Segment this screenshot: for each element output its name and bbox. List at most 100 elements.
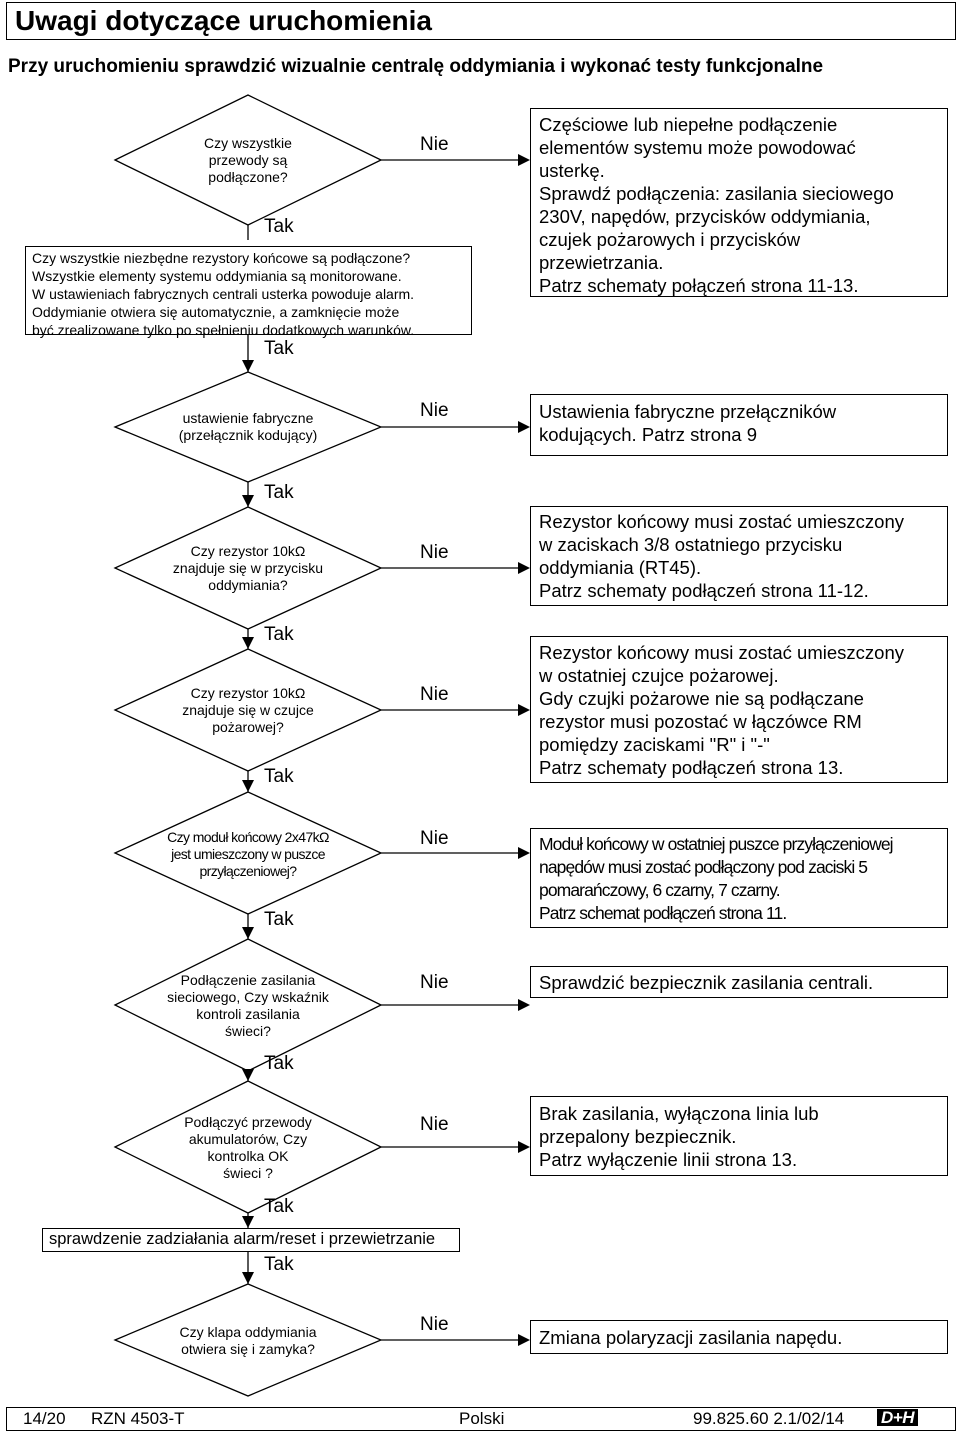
answer-line: Częściowe lub niepełne podłączenie (539, 114, 838, 135)
answer-box-vent-flap: Zmiana polaryzacji zasilania napędu. (530, 1320, 948, 1354)
answer-line: w zaciskach 3/8 ostatniego przycisku (539, 534, 843, 555)
yes-label: Tak (264, 909, 294, 930)
answer-line: oddymiania (RT45). (539, 557, 702, 578)
question-line: Podłączyć przewody (184, 1114, 312, 1130)
question-line: otwiera się i zamyka? (181, 1341, 315, 1357)
arrowheads (242, 154, 530, 1346)
answer-box-mains: Sprawdzić bezpiecznik zasilania centrali… (530, 966, 948, 998)
yes-label: Tak (264, 216, 294, 237)
no-label: Nie (420, 972, 449, 993)
no-label: Nie (420, 828, 449, 849)
question-wires-connected: Czy wszystkie przewody są podłączone? (148, 135, 348, 186)
question-line: sieciowego, Czy wskaźnik (167, 989, 329, 1005)
question-end-module: Czy moduł końcowy 2x47kΩ jest umieszczon… (138, 829, 358, 880)
question-line: akumulatorów, Czy (188, 1131, 308, 1147)
question-line: Czy rezystor 10kΩ (190, 543, 306, 559)
answer-line: 230V, napędów, przycisków oddymiania, (539, 206, 871, 227)
question-vent-flap: Czy klapa oddymiania otwiera się i zamyk… (148, 1324, 348, 1358)
answer-line: Patrz schematy połączeń strona 11-13. (539, 275, 859, 296)
yes-label: Tak (264, 766, 294, 787)
question-batteries: Podłączyć przewody akumulatorów, Czy kon… (148, 1114, 348, 1182)
answer-line: Moduł końcowy w ostatniej puszce przyłąc… (539, 834, 894, 854)
answer-line: Patrz schematy podłączeń strona 11-12. (539, 580, 869, 601)
question-line: Podłączenie zasilania (180, 972, 316, 988)
answer-line: Gdy czujki pożarowe nie są podłączane (539, 688, 864, 709)
page-subtitle: Przy uruchomieniu sprawdzić wizualnie ce… (8, 56, 824, 77)
question-line: znajduje się w czujce (182, 702, 314, 718)
no-label: Nie (420, 684, 449, 705)
no-label: Nie (420, 1114, 449, 1135)
language: Polski (459, 1409, 505, 1428)
question-line: znajduje się w przycisku (172, 560, 324, 576)
question-line: (przełącznik kodujący) (178, 427, 318, 443)
question-line: podłączone? (208, 169, 288, 185)
yes-label: Tak (264, 1254, 294, 1275)
answer-line: Patrz schemat podłączeń strona 11. (539, 903, 787, 923)
yes-label: Tak (264, 482, 294, 503)
question-line: jest umieszczony w puszce (171, 846, 325, 862)
note-line: Oddymianie otwiera się automatycznie, a … (32, 304, 400, 320)
answer-line: Patrz wyłączenie linii strona 13. (539, 1149, 798, 1170)
answer-line: przewietrzania. (539, 252, 664, 273)
answer-line: Sprawdzić bezpiecznik zasilania centrali… (539, 972, 874, 993)
answer-box-end-module: Moduł końcowy w ostatniej puszce przyłąc… (530, 828, 948, 928)
document-id: RZN 4503-T (91, 1409, 185, 1428)
brand-logo: D+H (877, 1409, 918, 1426)
question-factory-settings: ustawienie fabryczne (przełącznik kodują… (148, 410, 348, 444)
answer-line: Rezystor końcowy musi zostać umieszczony (539, 511, 904, 532)
reset-step-box: sprawdzenie zadziałania alarm/reset i pr… (42, 1228, 460, 1252)
answer-line: elementów systemu może powodować (539, 137, 856, 158)
no-connectors (381, 159, 520, 1341)
page-title: Uwagi dotyczące uruchomienia (6, 2, 956, 40)
answer-box-resistor-detector: Rezystor końcowy musi zostać umieszczony… (530, 636, 948, 783)
answer-line: przepalony bezpiecznik. (539, 1126, 737, 1147)
note-line: W ustawieniach fabrycznych centrali uste… (32, 286, 415, 302)
question-line: Czy klapa oddymiania (179, 1324, 317, 1340)
note-line: być zrealizowane tylko po spełnieniu dod… (32, 322, 415, 338)
yes-label: Tak (264, 1196, 294, 1217)
answer-line: kodujących. Patrz strona 9 (539, 424, 757, 445)
question-line: pożarowej? (212, 719, 284, 735)
no-label: Nie (420, 1314, 449, 1335)
answer-line: usterkę. (539, 160, 605, 181)
question-line: ustawienie fabryczne (182, 410, 314, 426)
answer-line: Patrz schematy podłączeń strona 13. (539, 757, 844, 778)
yes-label: Tak (264, 624, 294, 645)
no-label: Nie (420, 400, 449, 421)
reset-step-text: sprawdzenie zadziałania alarm/reset i pr… (49, 1230, 436, 1248)
question-line: przyłączeniowej? (199, 863, 297, 879)
answer-line: napędów musi zostać podłączony pod zacis… (539, 857, 868, 877)
answer-box-batteries: Brak zasilania, wyłączona linia lub prze… (530, 1096, 948, 1176)
answer-box-wires: Częściowe lub niepełne podłączenie eleme… (530, 108, 948, 297)
answer-line: Brak zasilania, wyłączona linia lub (539, 1103, 819, 1124)
document-code: 99.825.60 2.1/02/14 (693, 1409, 845, 1428)
question-line: świeci? (225, 1023, 271, 1039)
answer-line: pomarańczowy, 6 czarny, 7 czarny. (539, 880, 781, 900)
question-line: kontroli zasilania (196, 1006, 300, 1022)
no-label: Nie (420, 134, 449, 155)
yes-label: Tak (264, 338, 294, 359)
question-line: przewody są (208, 152, 288, 168)
question-mains-power: Podłączenie zasilania sieciowego, Czy ws… (148, 972, 348, 1040)
question-resistor-detector: Czy rezystor 10kΩ znajduje się w czujce … (148, 685, 348, 736)
question-line: oddymiania? (208, 577, 288, 593)
yes-label: Tak (264, 1053, 294, 1074)
answer-box-factory: Ustawienia fabryczne przełączników koduj… (530, 394, 948, 456)
question-resistor-button: Czy rezystor 10kΩ znajduje się w przycis… (148, 543, 348, 594)
answer-line: Ustawienia fabryczne przełączników (539, 401, 837, 422)
page-footer: 14/20 RZN 4503-T Polski 99.825.60 2.1/02… (6, 1407, 956, 1431)
note-line: Wszystkie elementy systemu oddymiania są… (32, 268, 402, 284)
question-line: świeci ? (223, 1165, 273, 1181)
note-box-resistors: Czy wszystkie niezbędne rezystory końcow… (25, 246, 472, 338)
question-line: Czy wszystkie (204, 135, 292, 151)
question-line: Czy rezystor 10kΩ (190, 685, 306, 701)
answer-line: w ostatniej czujce pożarowej. (539, 665, 779, 686)
question-line: kontrolka OK (207, 1148, 289, 1164)
answer-line: rezystor musi pozostać w łączówce RM (539, 711, 862, 732)
page-number: 14/20 (23, 1409, 66, 1428)
answer-line: Zmiana polaryzacji zasilania napędu. (539, 1327, 843, 1348)
answer-line: Sprawdź podłączenia: zasilania siecioweg… (539, 183, 894, 204)
answer-line: Rezystor końcowy musi zostać umieszczony (539, 642, 904, 663)
answer-box-resistor-button: Rezystor końcowy musi zostać umieszczony… (530, 506, 948, 606)
